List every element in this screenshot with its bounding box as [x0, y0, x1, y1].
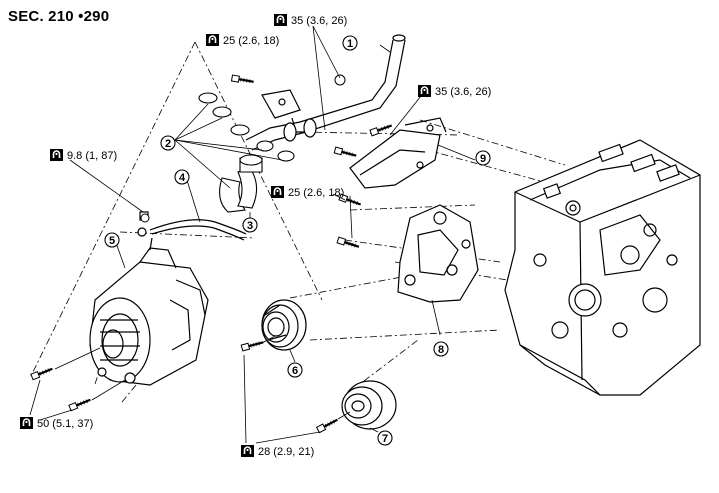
callout-4: 4 — [174, 169, 190, 185]
idler-pulley-6 — [261, 299, 307, 351]
section-title: SEC. 210 •290 — [8, 8, 110, 25]
torque-wrench-icon — [417, 84, 432, 98]
torque-value: 9.8 (1, 87) — [67, 150, 117, 162]
alternator-bracket — [397, 204, 479, 303]
torque-wrench-icon — [205, 33, 220, 47]
svg-text:2: 2 — [165, 138, 171, 150]
svg-text:1: 1 — [347, 38, 353, 50]
svg-text:6: 6 — [292, 365, 298, 377]
bolt-guide-lines — [54, 335, 351, 420]
torque-value: 28 (2.9, 21) — [258, 446, 314, 458]
torque-label-2: 35 (3.6, 26) — [273, 13, 347, 27]
svg-text:3: 3 — [247, 220, 253, 232]
svg-text:8: 8 — [438, 344, 444, 356]
torque-spec-labels: 25 (2.6, 18) 35 (3.6, 26) 35 (3.6, 26) 9… — [19, 13, 491, 458]
svg-text:5: 5 — [109, 235, 115, 247]
torque-value: 35 (3.6, 26) — [291, 15, 347, 27]
callout-6: 6 — [287, 362, 303, 378]
torque-wrench-icon — [240, 444, 255, 458]
torque-value: 35 (3.6, 26) — [435, 86, 491, 98]
bolts — [29, 73, 394, 434]
torque-value: 25 (2.6, 18) — [288, 187, 344, 199]
callout-8: 8 — [433, 341, 449, 357]
callout-3: 3 — [242, 217, 258, 233]
leader-lines — [29, 25, 476, 444]
torque-label-6: 50 (5.1, 37) — [19, 416, 93, 430]
torque-label-4: 9.8 (1, 87) — [49, 148, 117, 162]
idler-pulley-7 — [341, 380, 397, 430]
part-callouts: 1 2 3 4 5 6 7 — [104, 35, 491, 446]
torque-value: 25 (2.6, 18) — [223, 35, 279, 47]
water-pipe — [245, 34, 406, 151]
engine-block — [504, 139, 701, 396]
harness — [137, 211, 247, 241]
torque-wrench-icon — [19, 416, 34, 430]
torque-value: 50 (5.1, 37) — [37, 418, 93, 430]
callout-7: 7 — [377, 430, 393, 446]
svg-text:9: 9 — [480, 153, 486, 165]
callout-2: 2 — [160, 135, 176, 151]
alternator — [89, 237, 209, 386]
torque-label-3: 35 (3.6, 26) — [417, 84, 491, 98]
torque-label-7: 28 (2.9, 21) — [240, 444, 314, 458]
svg-text:4: 4 — [179, 172, 186, 184]
callout-1: 1 — [342, 35, 358, 51]
torque-wrench-icon — [49, 148, 64, 162]
callout-5: 5 — [104, 232, 120, 248]
torque-label-5: 25 (2.6, 18) — [270, 185, 344, 199]
callout-9: 9 — [475, 150, 491, 166]
pipe-bracket — [349, 117, 447, 189]
torque-wrench-icon — [273, 13, 288, 27]
hoses-and-clamps — [198, 92, 295, 213]
torque-wrench-icon — [270, 185, 285, 199]
torque-label-1: 25 (2.6, 18) — [205, 33, 279, 47]
svg-text:7: 7 — [382, 433, 388, 445]
